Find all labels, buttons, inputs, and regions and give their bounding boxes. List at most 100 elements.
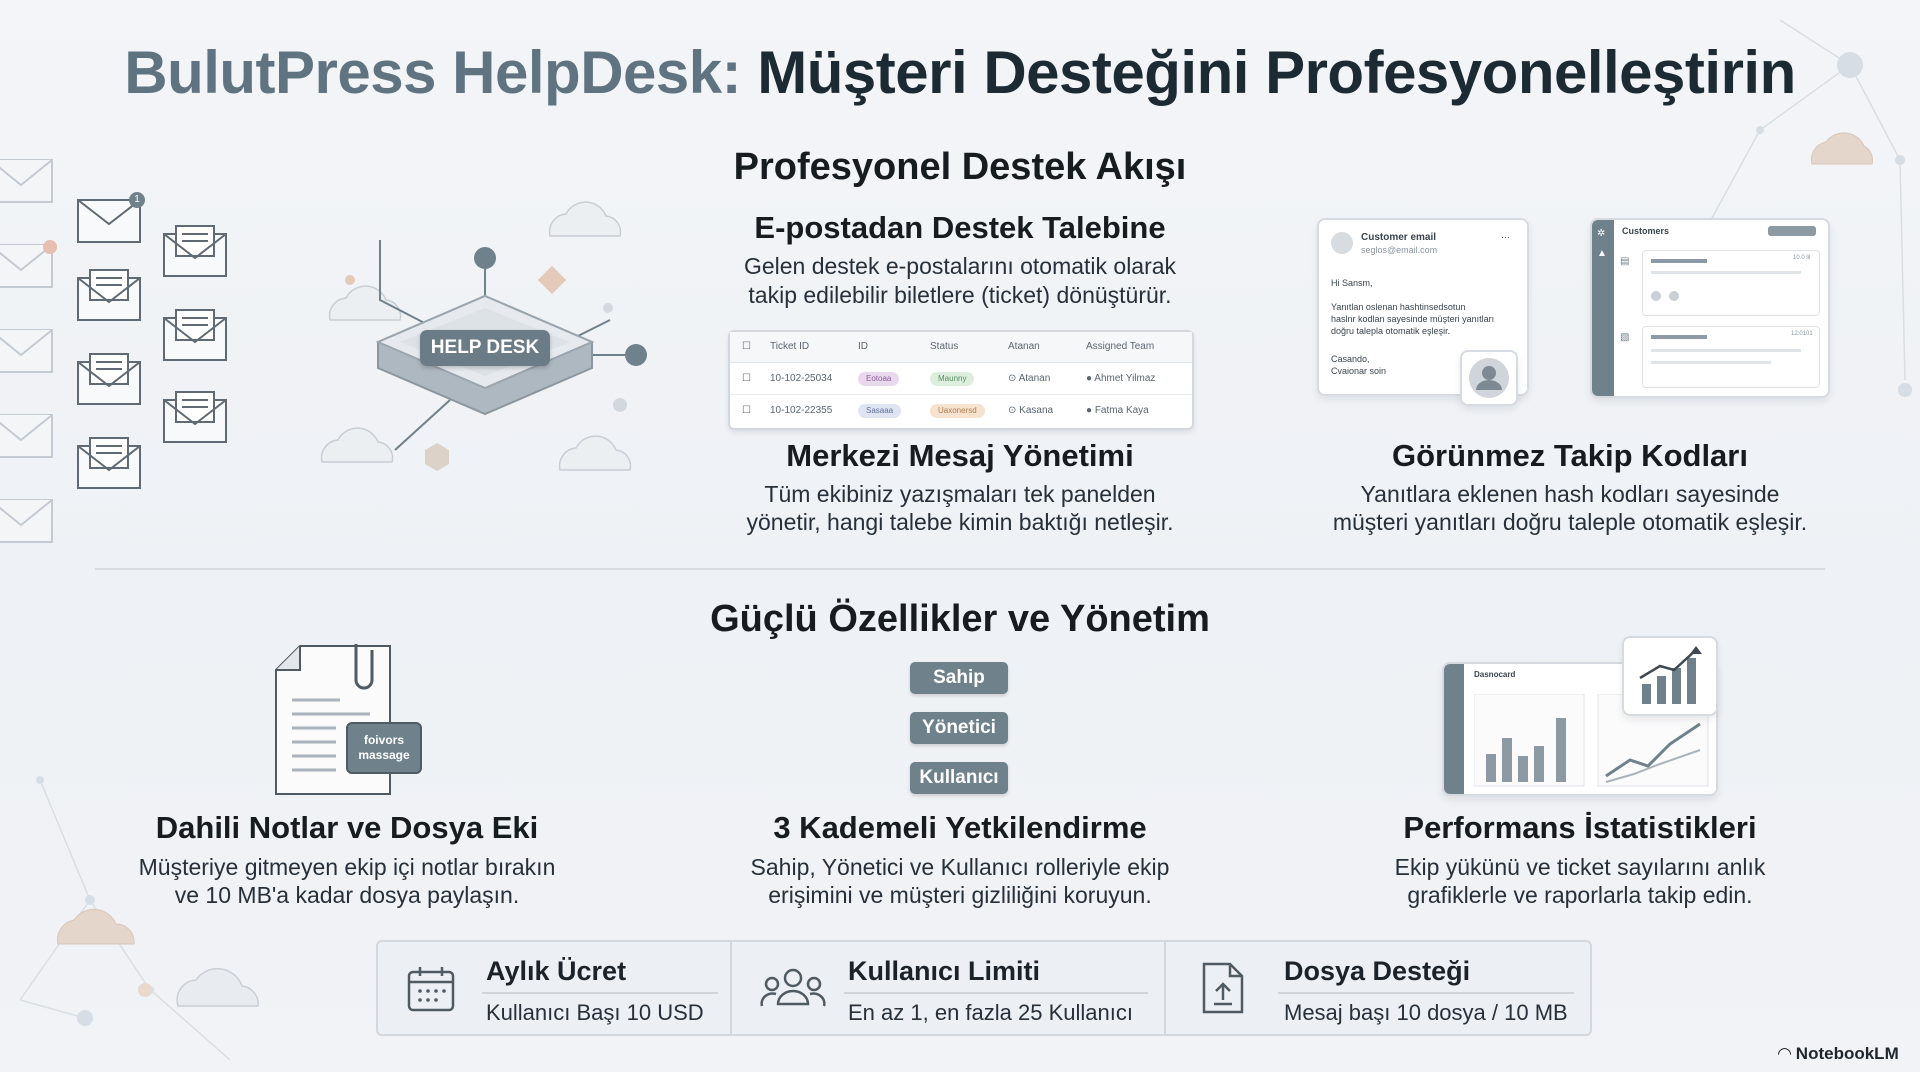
title-brand: BulutPress HelpDesk: [124, 39, 742, 106]
email-greeting: Hi Sansm, [1331, 278, 1373, 288]
info-pricing-value: Kullanıcı Başı 10 USD [486, 1000, 704, 1025]
section1-heading: Profesyonel Destek Akışı [733, 146, 1187, 188]
email-body-3: doğru talepla otomatik eşleşir. [1331, 326, 1451, 336]
feature-email-desc-2: takip edilebilir biletlere (ticket) dönü… [748, 282, 1172, 308]
checkbox-icon[interactable]: ☐ [742, 341, 751, 352]
assign-icon: ⊙ [1008, 373, 1019, 384]
separator [1164, 942, 1166, 1034]
info-pricing: Aylık Ücret Kullanıcı Başı 10 USD [378, 942, 728, 1034]
col-id[interactable]: ID [858, 341, 868, 352]
notes-title: Dahili Notlar ve Dosya Eki [155, 810, 539, 845]
rule [1278, 992, 1574, 994]
roles-desc-1: Sahip, Yönetici ve Kullanıcı rolleriyle … [750, 854, 1170, 880]
team-cell: ● Fatma Kaya [1086, 396, 1149, 426]
message-item[interactable]: 10.0 lil [1642, 250, 1820, 316]
feature-tracking-desc-1: Yanıtlara eklenen hash kodları sayesinde [1360, 481, 1780, 507]
document-icon: ▤ [1620, 256, 1630, 267]
atanan-text: Atanan [1018, 373, 1051, 384]
section-divider [95, 568, 1825, 570]
checkbox-icon[interactable]: ☐ [742, 405, 751, 416]
col-assigned-team[interactable]: Assigned Team [1086, 341, 1155, 352]
rule [844, 992, 1148, 994]
dashboard-label: Dasnocard [1474, 670, 1516, 679]
envelope-icons [77, 199, 227, 489]
note-bubble: foivors massage [346, 722, 422, 774]
more-icon[interactable]: ··· [1501, 232, 1510, 242]
hub-label: HELP DESK [420, 330, 550, 366]
notebooklm-logo-icon: ◠ [1778, 1044, 1796, 1063]
unread-badge: 1 [129, 192, 145, 208]
info-bar: Aylık Ücret Kullanıcı Başı 10 USD Kullan… [376, 940, 1592, 1036]
role-stack: Sahip Yönetici Kullanıcı [910, 662, 1008, 802]
ticket-id-cell: 10-102-25034 [770, 373, 833, 384]
avatar [1651, 291, 1661, 301]
document-attachment-illustration [275, 644, 391, 795]
status-pill: Maunny [930, 372, 975, 386]
line [1651, 259, 1707, 263]
feature-central-desc-2: yönetir, hangi talebe kimin baktığı netl… [746, 509, 1174, 535]
rule [482, 992, 718, 994]
avatar [1331, 232, 1353, 254]
role-owner: Sahip [910, 662, 1008, 694]
status-pill: Uaxonersd [930, 404, 985, 418]
email-address: seglos@email.com [1361, 245, 1438, 255]
message-item[interactable]: 12:0101 [1642, 326, 1820, 388]
ticket-id-cell: 10-102-22355 [770, 405, 833, 416]
panel-button[interactable] [1768, 226, 1816, 236]
feature-email-title: E-postadan Destek Talebine [754, 210, 1166, 245]
ticket-table-header: ☐ Ticket ID ID Status Atanan Assigned Te… [730, 332, 1192, 363]
col-ticket-id[interactable]: Ticket ID [770, 341, 810, 352]
info-user-limit: Kullanıcı Limiti En az 1, en fazla 25 Ku… [732, 942, 1164, 1034]
user-avatar-card [1460, 350, 1518, 406]
ticket-table: ☐ Ticket ID ID Status Atanan Assigned Te… [728, 330, 1194, 430]
avatar [1669, 291, 1679, 301]
atanan-cell: ⊙ Atanan [1008, 364, 1050, 394]
envelope-cluster: 1 [70, 190, 240, 510]
file-upload-icon [1202, 962, 1244, 1014]
title-rest: Müşteri Desteğini Profesyonelleştirin [757, 39, 1796, 106]
checkbox-icon[interactable]: ☐ [742, 373, 751, 384]
calendar-icon [407, 967, 455, 1012]
info-file-value: Mesaj başı 10 dosya / 10 MB [1284, 1000, 1568, 1025]
avatar-icon: ● [1086, 405, 1095, 416]
section2-heading: Güçlü Özellikler ve Yönetim [710, 598, 1210, 640]
email-from: Customer email [1361, 232, 1437, 243]
info-file-support: Dosya Desteği Mesaj başı 10 dosya / 10 M… [1166, 942, 1588, 1034]
info-user-limit-label: Kullanıcı Limiti [848, 956, 1041, 986]
feature-email-desc-1: Gelen destek e-postalarını otomatik olar… [743, 253, 1177, 279]
atanan-cell: ⊙ Kasana [1008, 396, 1053, 426]
team-text: Ahmet Yilmaz [1094, 373, 1156, 384]
email-body-1: Yanıtlan oslenan hashtinsedsotun [1331, 302, 1466, 312]
line [1651, 349, 1801, 352]
info-file-label: Dosya Desteği [1284, 956, 1471, 986]
line [1651, 271, 1801, 274]
panel-sidebar: ✲ ▲ [1592, 220, 1614, 396]
feature-central-title: Merkezi Mesaj Yönetimi [786, 438, 1134, 473]
avatar-icon: ● [1086, 373, 1095, 384]
settings-icon[interactable]: ✲ [1597, 228, 1606, 239]
info-pricing-label: Aylık Ücret [486, 956, 627, 986]
message-time: 12:0101 [1791, 331, 1813, 337]
message-time: 10.0 lil [1793, 255, 1811, 261]
email-sign-1: Casando, [1331, 354, 1370, 364]
page-title: BulutPress HelpDesk: Müşteri Desteğini P… [0, 38, 1920, 107]
stats-desc-2: grafiklerle ve raporlarla takip edin. [1407, 882, 1753, 908]
line [1651, 335, 1707, 339]
feature-tracking-desc-2: müşteri yanıtları doğru taleple otomatik… [1332, 509, 1808, 535]
col-atanan[interactable]: Atanan [1008, 341, 1040, 352]
atanan-text: Kasana [1019, 405, 1054, 416]
stats-title: Performans İstatistikleri [1403, 810, 1757, 845]
line [1651, 361, 1771, 364]
role-admin: Yönetici [910, 712, 1008, 744]
watermark: ◠ NotebookLM [1778, 1044, 1899, 1064]
user-nav-icon[interactable]: ▲ [1597, 248, 1607, 259]
assign-icon: ⊙ [1008, 405, 1020, 416]
dashboard-illustration: Dasnocard [1442, 662, 1718, 796]
table-row[interactable]: ☐ 10-102-22355 Sasaaa Uaxonersd ⊙ Kasana… [730, 396, 1192, 426]
panel-title: Customers [1622, 226, 1670, 236]
stats-desc-1: Ekip yükünü ve ticket sayılarını anlık [1394, 854, 1766, 880]
table-row[interactable]: ☐ 10-102-25034 Eotoaa Maunny ⊙ Atanan ● … [730, 364, 1192, 395]
col-status[interactable]: Status [930, 341, 959, 352]
dashboard-sidebar [1444, 664, 1464, 794]
